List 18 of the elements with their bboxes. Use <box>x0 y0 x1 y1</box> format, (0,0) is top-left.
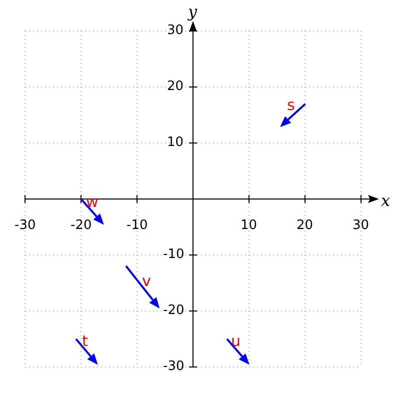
tick-label: -20 <box>70 218 92 233</box>
tick-label: 20 <box>296 218 314 233</box>
tick-label: -30 <box>14 218 36 233</box>
tick-label: 10 <box>240 218 258 233</box>
tick-label: 20 <box>167 79 184 94</box>
vector-label: t <box>82 333 88 350</box>
tick-label: -20 <box>163 303 184 318</box>
vector-label: s <box>286 97 295 114</box>
tick-label: 30 <box>352 218 370 233</box>
tick-label: 10 <box>167 135 184 150</box>
tick-label: -10 <box>163 247 184 262</box>
axis-label: y <box>188 3 198 21</box>
vector-label: u <box>230 333 240 350</box>
tick-label: -30 <box>163 359 184 374</box>
tick-label: -10 <box>126 218 148 233</box>
tick-label: 30 <box>167 23 184 38</box>
vector-label: v <box>142 272 151 290</box>
axis-label: x <box>381 192 390 210</box>
